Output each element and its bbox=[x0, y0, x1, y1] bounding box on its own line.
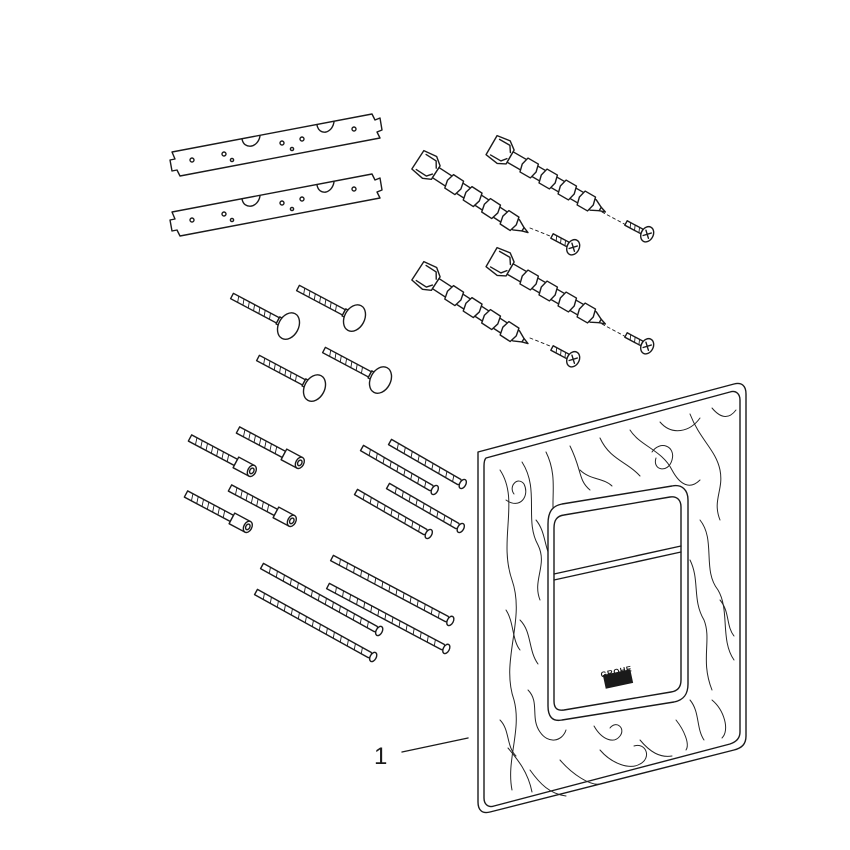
flush-button: GROHE bbox=[553, 496, 682, 711]
mushroom-stud-1 bbox=[224, 282, 305, 344]
flush-plate: GROHE bbox=[477, 382, 747, 814]
callout-1: 1 bbox=[374, 737, 469, 770]
mounting-bracket-bottom bbox=[169, 173, 383, 237]
medium-screw-4 bbox=[384, 480, 467, 535]
medium-screw-3 bbox=[352, 486, 435, 541]
mushroom-stud-3 bbox=[250, 344, 331, 406]
wall-anchor-3 bbox=[410, 259, 583, 370]
mounting-bracket-top bbox=[169, 113, 383, 177]
mushroom-stud-2 bbox=[290, 274, 371, 336]
wall-anchor-4 bbox=[484, 245, 657, 357]
mushroom-stud-4 bbox=[316, 336, 397, 398]
wall-anchor-1 bbox=[410, 148, 583, 258]
callout-label-1: 1 bbox=[374, 743, 387, 770]
wall-anchor-2 bbox=[484, 133, 657, 245]
